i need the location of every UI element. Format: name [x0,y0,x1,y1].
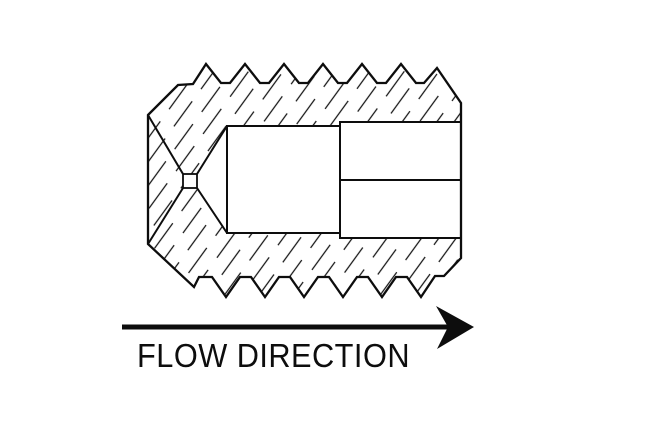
nozzle-body-outline [146,62,463,300]
flow-direction-label: FLOW DIRECTION [137,337,410,374]
flow-direction-arrow-icon [122,306,474,349]
tip-cone-lines [147,114,184,245]
inlet-cone-lines [196,125,228,234]
orifice-square [182,173,198,189]
arrow-head [436,306,474,349]
arrow-shaft [122,324,450,330]
